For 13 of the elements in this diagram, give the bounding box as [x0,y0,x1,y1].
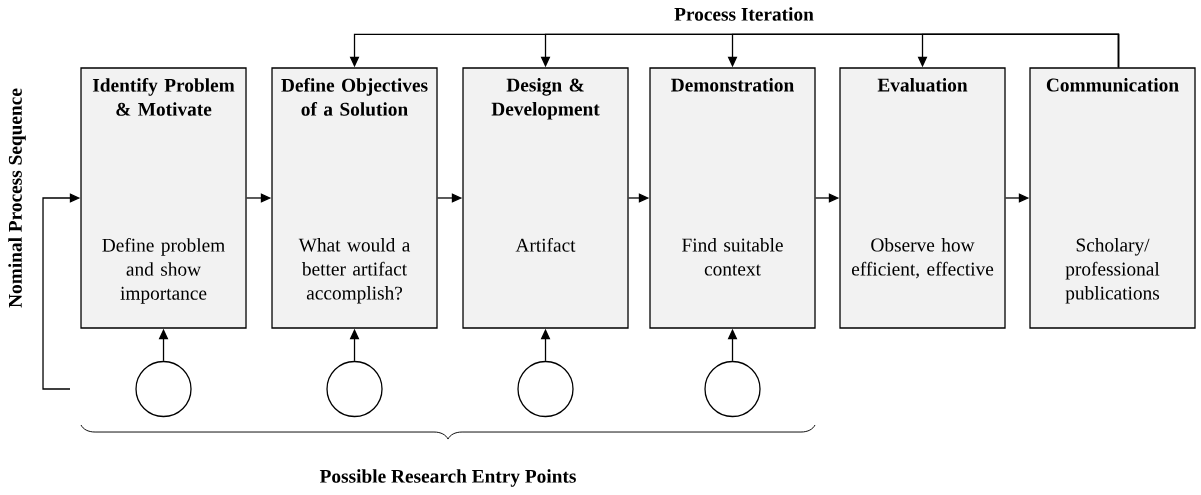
entry-circle [326,360,383,418]
process-box: Communication Scholary/ professional publications [1029,67,1196,329]
process-box: Design & Development Artifact [462,67,629,329]
entry-circle [517,360,574,418]
entry-circle [135,360,192,418]
process-box: Identify Problem & Motivate Define problem and show importance [80,67,247,329]
entry-circle [704,360,761,418]
process-box: Demonstration Find suitable context [649,67,816,329]
process-box: Define Objectives of a Solution What would a better artifact accomplish? [271,67,438,329]
label: Possible Research Entry Points [319,469,576,487]
process-box: Evaluation Observe how efficient, effective [839,67,1006,329]
label: Nominal Process Sequence [8,88,26,308]
label: Process Iteration [674,7,814,21]
